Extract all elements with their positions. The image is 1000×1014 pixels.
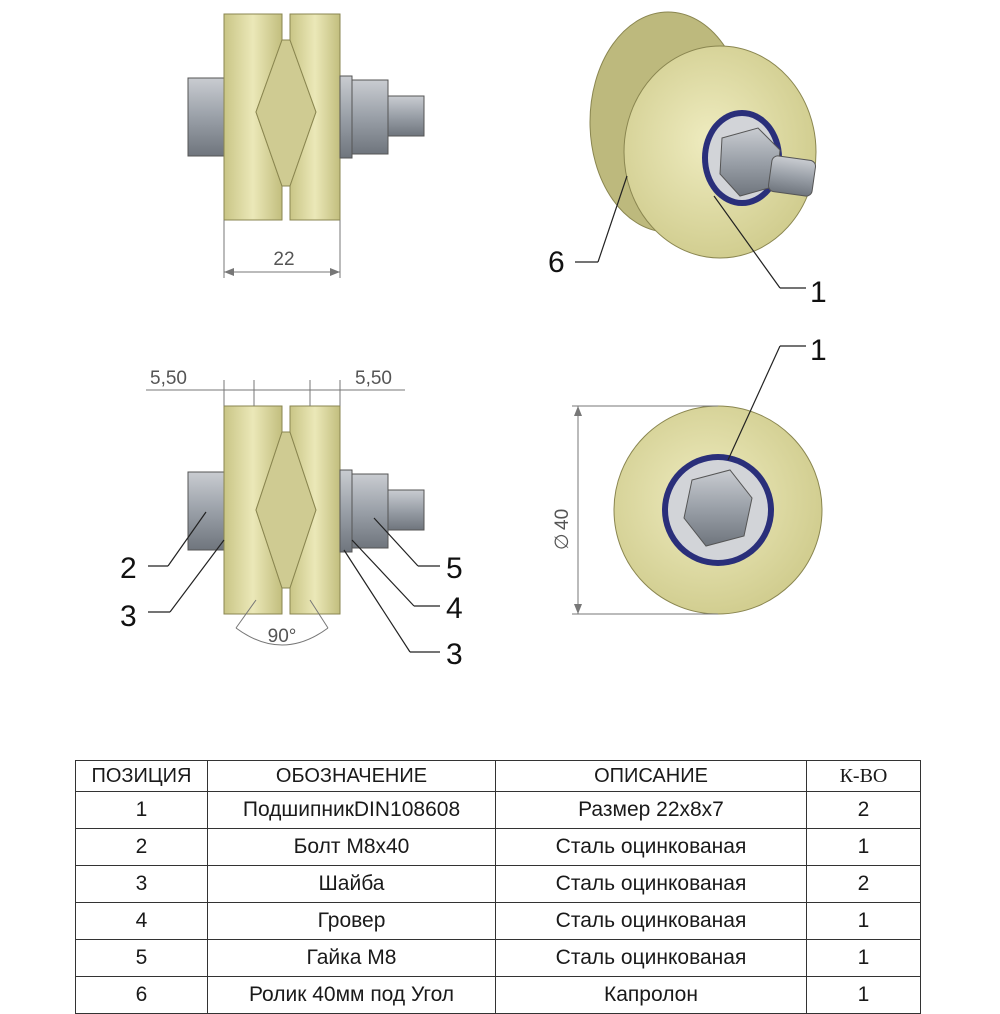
- dim-diameter: 40: [552, 509, 573, 530]
- side-view-top: 22: [187, 13, 425, 278]
- perspective-view: 6 1: [548, 11, 827, 309]
- dim-flange-right: 5,50: [355, 368, 392, 389]
- dim-angle: 90°: [268, 626, 297, 647]
- callout-5: 5: [446, 552, 463, 585]
- table-row: 4 Гровер Сталь оцинкованая 1: [75, 902, 921, 940]
- bolt-thread: [387, 95, 425, 137]
- callout-1-bottom: 1: [810, 334, 827, 367]
- header-quantity: К-ВО: [806, 760, 921, 792]
- header-position: ПОЗИЦИЯ: [75, 760, 208, 792]
- nut: [351, 79, 389, 155]
- callout-3-right: 3: [446, 638, 463, 671]
- dim-width: 22: [273, 249, 294, 270]
- roller-assembly-drawing: 22 6 1 5,50 5,50: [120, 11, 827, 671]
- table-row: 6 Ролик 40мм под Угол Капролон 1: [75, 976, 921, 1014]
- washer: [339, 469, 353, 553]
- bolt-head: [187, 471, 225, 551]
- header-description: ОПИСАНИЕ: [495, 760, 807, 792]
- nut: [351, 473, 389, 549]
- callout-3-left: 3: [120, 600, 137, 633]
- side-view-bottom: 5,50 5,50 90° 2 3 5 4 3: [120, 368, 463, 671]
- parts-table: ПОЗИЦИЯ ОБОЗНАЧЕНИЕ ОПИСАНИЕ К-ВО 1 Подш…: [75, 760, 921, 1014]
- dim-diameter-symbol: ∅: [552, 533, 573, 550]
- front-view: ∅ 40 1: [552, 334, 827, 615]
- table-row: 2 Болт М8х40 Сталь оцинкованая 1: [75, 828, 921, 866]
- bolt-thread: [387, 489, 425, 531]
- table-header-row: ПОЗИЦИЯ ОБОЗНАЧЕНИЕ ОПИСАНИЕ К-ВО: [75, 760, 921, 792]
- callout-6: 6: [548, 246, 565, 279]
- bolt-head-front: [683, 469, 753, 547]
- washer: [339, 75, 353, 159]
- callout-4: 4: [446, 592, 463, 625]
- bolt-head: [187, 77, 225, 157]
- callout-1-top: 1: [810, 276, 827, 309]
- dim-flange-left: 5,50: [150, 368, 187, 389]
- header-designation: ОБОЗНАЧЕНИЕ: [207, 760, 496, 792]
- callout-2: 2: [120, 552, 137, 585]
- table-row: 5 Гайка М8 Сталь оцинкованая 1: [75, 939, 921, 977]
- table-row: 1 ПодшипникDIN108608 Размер 22х8х7 2: [75, 791, 921, 829]
- table-row: 3 Шайба Сталь оцинкованая 2: [75, 865, 921, 903]
